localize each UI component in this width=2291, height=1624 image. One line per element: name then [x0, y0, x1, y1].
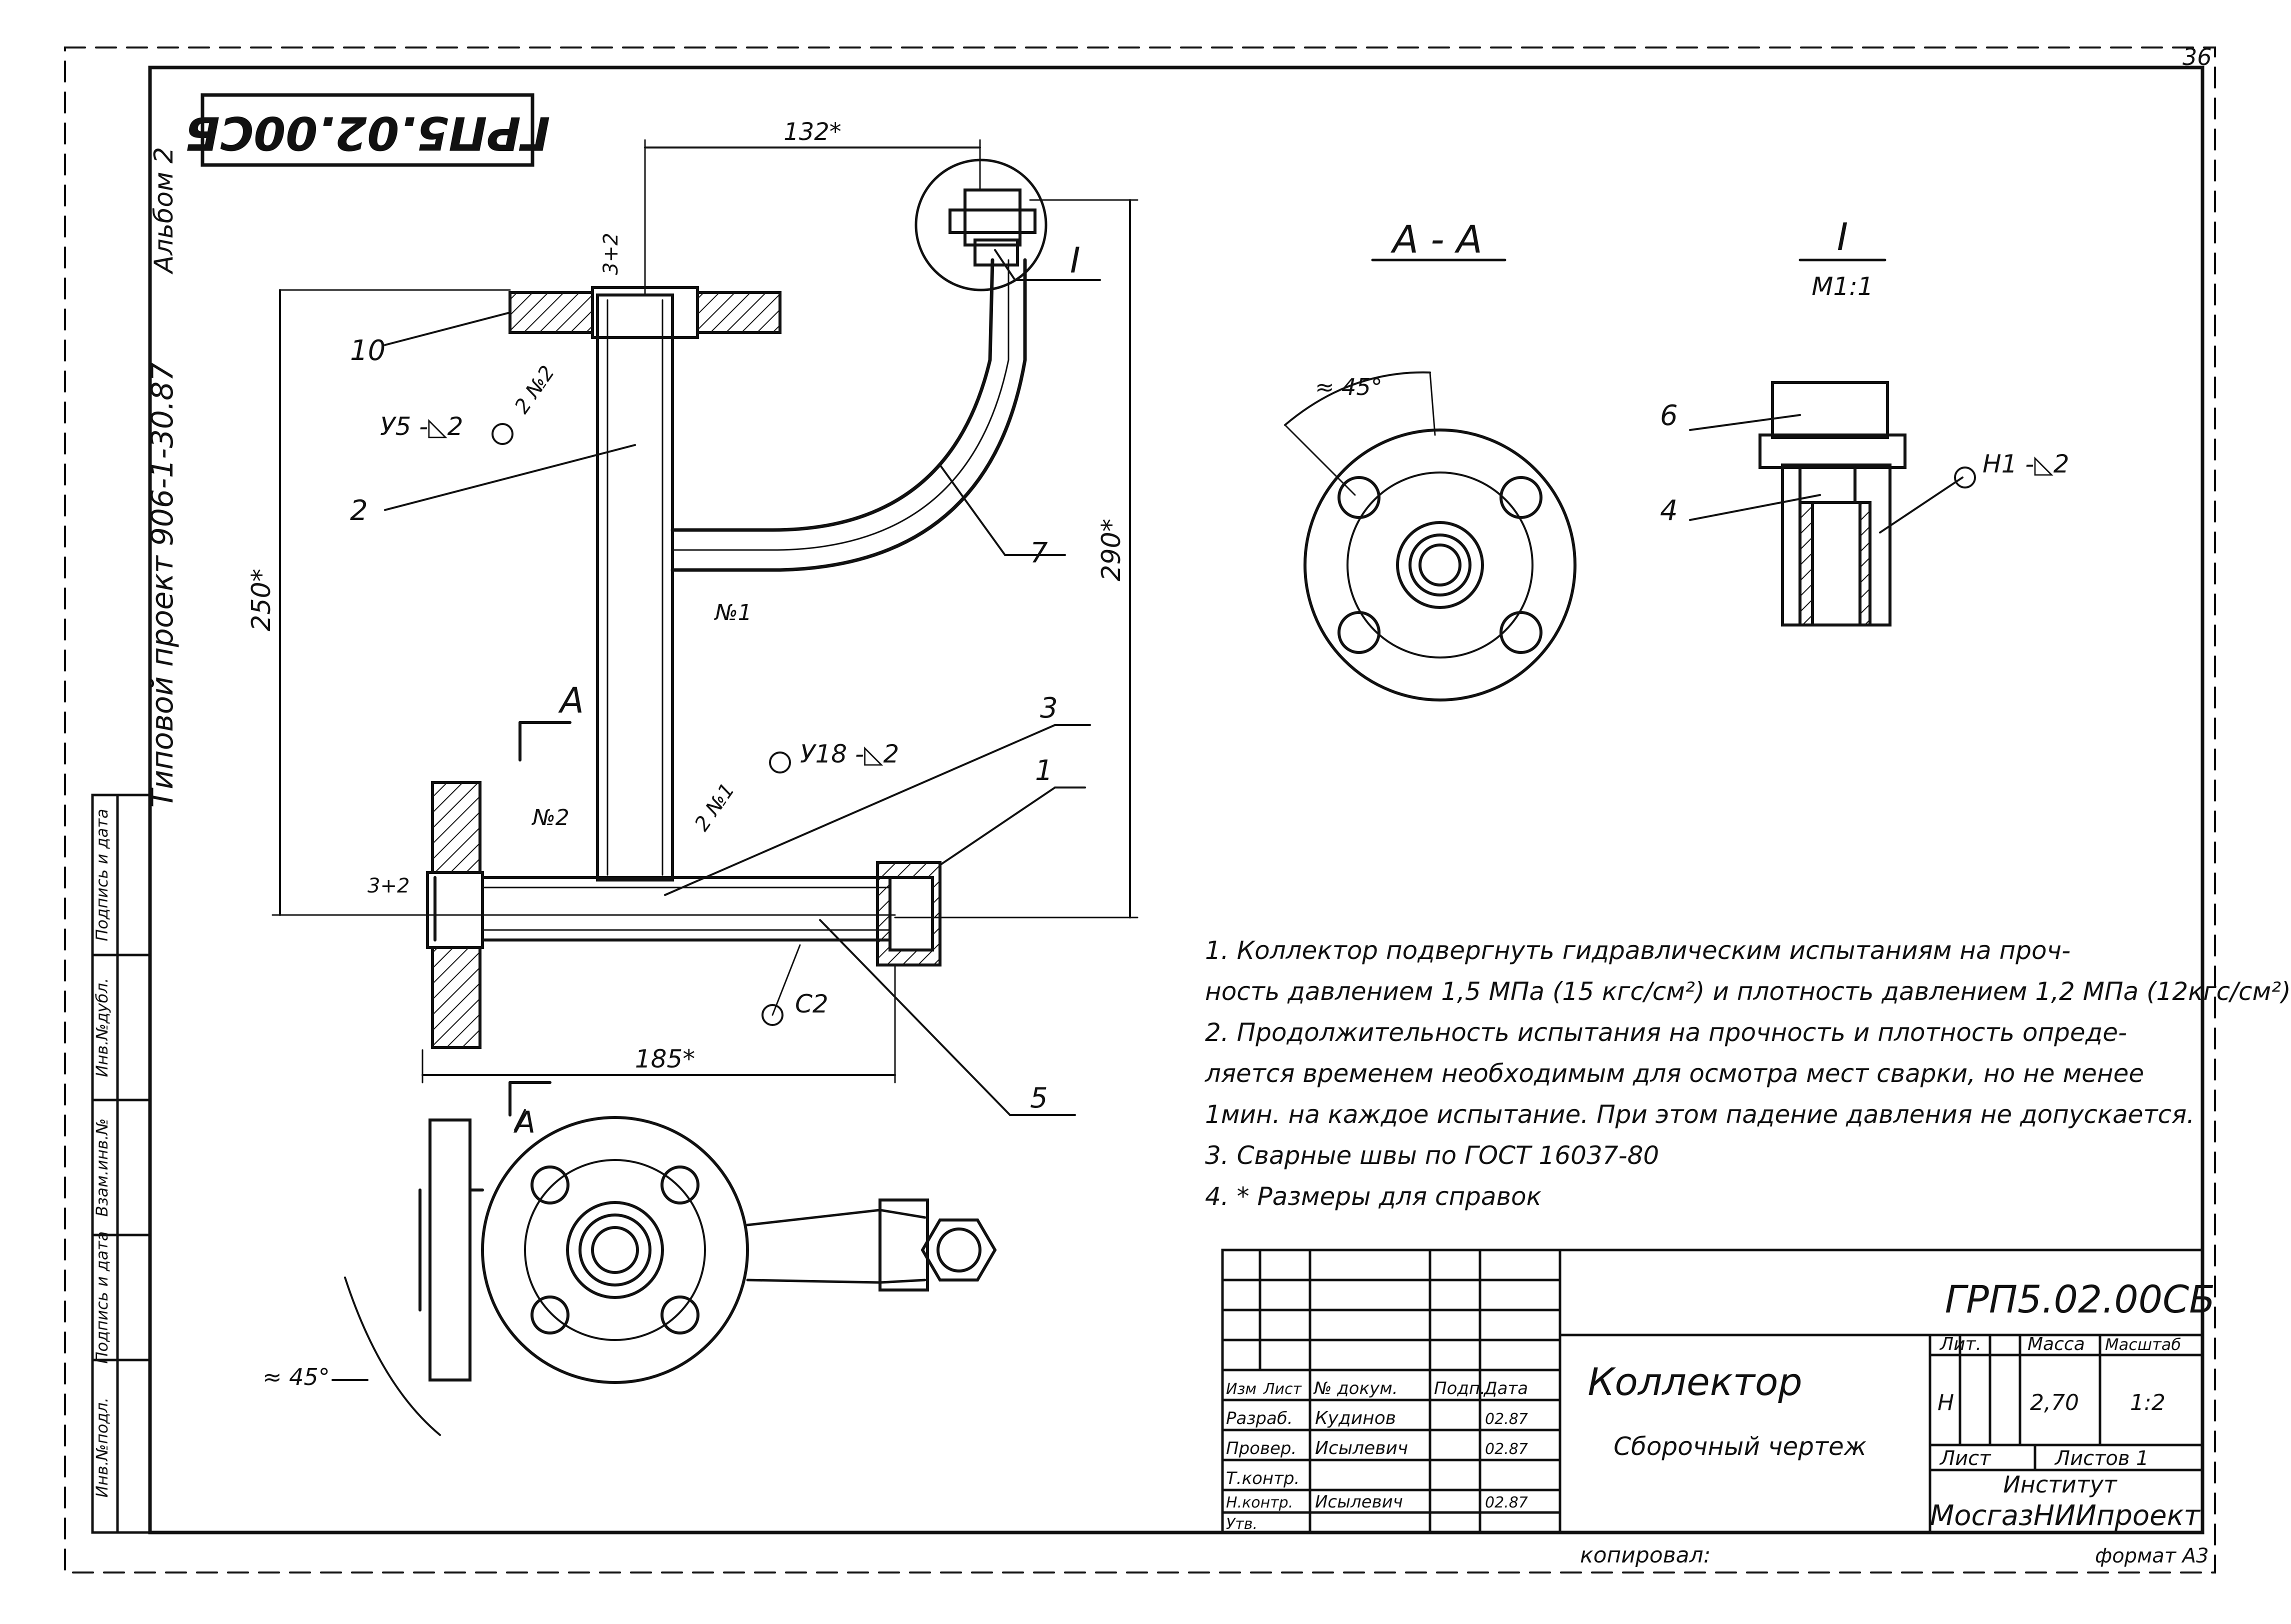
dim-flange-gap: 3+2 [600, 233, 622, 275]
note-line-4: ляется временем необходимым для осмотра … [1205, 1059, 2144, 1088]
section-aa-title: А - А [1390, 217, 1482, 262]
tb-row-4-name: Исылевич [1315, 1492, 1403, 1512]
weld-h1: Н1 -◺2 [1982, 450, 2070, 478]
tb-h-doc: № докум. [1313, 1378, 1398, 1398]
callout-2: 2 [350, 494, 368, 527]
dim-left-height: 250* [246, 568, 276, 631]
note-line-5: 1мин. на каждое испытание. При этом паде… [1205, 1100, 2195, 1129]
callout-3: 3 [1040, 692, 1058, 724]
tb-row-4-role: Н.контр. [1226, 1494, 1293, 1512]
callout-6: 6 [1660, 400, 1678, 432]
tb-row-2-name: Исылевич [1315, 1438, 1408, 1458]
inverted-drawing-code: ГРП5.02.00СБ [185, 106, 550, 160]
tb-lit-value: Н [1938, 1390, 1954, 1416]
tb-row-1-name: Кудинов [1315, 1408, 1396, 1428]
weld-2n2: 2 №2 [510, 362, 560, 418]
tb-lit-label: Лит. [1939, 1334, 1982, 1354]
callout-7: 7 [1030, 537, 1048, 570]
footer-format: формат А3 [2095, 1544, 2209, 1568]
tb-institute-1: Институт [2003, 1471, 2117, 1498]
callout-5: 5 [1030, 1082, 1048, 1114]
tb-row-5-role: Утв. [1226, 1516, 1258, 1533]
tb-row-2-role: Провер. [1226, 1438, 1296, 1458]
callout-10: 10 [350, 334, 386, 367]
tb-sheet-label: Лист [1939, 1447, 1992, 1470]
vertical-pipe [596, 294, 674, 882]
tb-code: ГРП5.02.00СБ [1945, 1277, 2216, 1322]
section-marker-bottom: А [513, 1105, 536, 1140]
tb-sheets-label: Листов 1 [2054, 1447, 2149, 1470]
detail-marker: I [1070, 240, 1080, 281]
weld-n1: №1 [714, 600, 752, 626]
tb-h-izm: Изм [1226, 1380, 1256, 1398]
tb-scale-value: 1:2 [2130, 1390, 2166, 1416]
section-aa-flange [1304, 428, 1576, 702]
tb-row-1-date: 02.87 [1485, 1410, 1528, 1428]
tb-institute-2: МосгазНИИпроект [1930, 1500, 2200, 1532]
dim-angle-bottom: ≈ 45° [262, 1364, 330, 1390]
section-aa-view [1284, 258, 1576, 702]
tb-subtitle: Сборочный чертеж [1614, 1432, 1866, 1461]
callout-4: 4 [1660, 494, 1678, 527]
tb-mass-value: 2,70 [2030, 1390, 2079, 1416]
typical-project-label: Типовой проект 906-1-30.87 [145, 362, 180, 808]
strip-label-5: Подпись и дата [92, 808, 112, 941]
tb-h-date: Дата [1483, 1378, 1528, 1398]
tb-row-1-role: Разраб. [1226, 1408, 1293, 1428]
weld-c2: С2 [795, 990, 828, 1018]
detail-scale: М1:1 [1812, 272, 1874, 301]
page-number: 36 [2182, 44, 2212, 70]
tb-row-3-role: Т.контр. [1226, 1468, 1300, 1488]
tb-row-2-date: 02.87 [1485, 1440, 1528, 1458]
sheet-edge [64, 46, 2216, 1574]
weld-n2: №2 [531, 805, 570, 830]
weld-2n1: 2 №1 [690, 779, 740, 836]
note-line-3: 2. Продолжительность испытания на прочно… [1205, 1018, 2128, 1047]
note-line-1: 1. Коллектор подвергнуть гидравлическим … [1205, 936, 2071, 965]
detail-nut [1771, 381, 1889, 439]
detail-i-circle [914, 158, 1048, 292]
technical-notes: 1. Коллектор подвергнуть гидравлическим … [1205, 930, 2291, 1217]
strip-label-3: Взам.инв.№ [92, 1118, 112, 1217]
detail-i-view [1689, 258, 1976, 626]
bottom-view [332, 1109, 997, 1436]
note-line-7: 4. * Размеры для справок [1205, 1182, 1542, 1211]
callout-1: 1 [1035, 754, 1053, 787]
bent-tube [670, 258, 994, 532]
tb-scale-label: Масштаб [2105, 1335, 2181, 1354]
title-block [1221, 1248, 2204, 1534]
detail-title: I [1837, 214, 1848, 259]
footer-copied: копировал: [1580, 1542, 1711, 1568]
weld-u5: У5 -◺2 [380, 412, 463, 441]
strip-label-1: Инв.№подл. [92, 1398, 112, 1498]
section-marker-top: А [558, 680, 584, 721]
strip-label-4: Инв.№дубл. [92, 978, 112, 1078]
bottom-flange-disc [481, 1116, 749, 1384]
dim-left-gap: 3+2 [368, 874, 410, 898]
album-label: Альбом 2 [149, 147, 179, 274]
note-line-6: 3. Сварные швы по ГОСТ 16037-80 [1205, 1141, 1660, 1170]
dim-angle-aa: ≈ 45° [1315, 374, 1382, 400]
note-line-2: ность давлением 1,5 МПа (15 кгс/см²) и п… [1205, 977, 2291, 1006]
tb-h-list: Лист [1263, 1380, 1302, 1398]
inverted-code-box [200, 93, 534, 167]
strip-label-2: Подпись и дата [92, 1231, 112, 1364]
weld-u18: У18 -◺2 [800, 740, 899, 768]
tb-h-sign: Подп. [1434, 1378, 1486, 1398]
tb-mass-label: Масса [2028, 1334, 2085, 1354]
left-binding-strip [91, 794, 152, 1534]
main-view [272, 139, 1138, 1116]
tb-row-4-date: 02.87 [1485, 1494, 1528, 1512]
dim-right-height: 290* [1096, 518, 1126, 581]
tb-name: Коллектор [1588, 1360, 1802, 1404]
dim-top-width: 132* [784, 118, 842, 146]
dim-bottom-length: 185* [635, 1044, 695, 1074]
